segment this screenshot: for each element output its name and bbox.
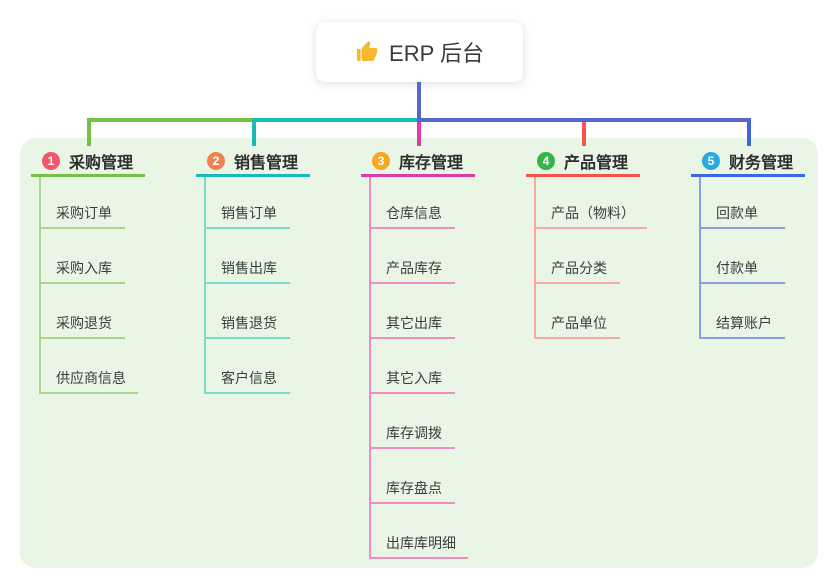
branch-label: 产品管理	[564, 154, 629, 172]
branch-badge: 1	[42, 151, 60, 170]
branch-node-4[interactable]: 4 产品管理	[526, 147, 640, 177]
sub-item[interactable]: 产品分类	[534, 258, 620, 284]
branch-node-1[interactable]: 1 采购管理	[31, 147, 145, 177]
connector-bus-segment	[87, 118, 252, 122]
sub-item[interactable]: 供应商信息	[39, 368, 138, 394]
sub-item[interactable]: 采购退货	[39, 313, 125, 339]
sub-item[interactable]: 采购订单	[39, 203, 125, 229]
sub-item[interactable]: 产品库存	[369, 258, 455, 284]
root-node[interactable]: ERP 后台	[316, 22, 523, 82]
branch-label: 财务管理	[729, 154, 794, 172]
branch-label: 采购管理	[69, 154, 134, 172]
connector-drop	[582, 118, 586, 146]
branch-badge: 5	[702, 151, 720, 170]
mindmap-panel	[20, 138, 818, 568]
sub-item[interactable]: 采购入库	[39, 258, 125, 284]
branch-label: 库存管理	[399, 154, 464, 172]
connector-bus-segment	[417, 118, 751, 122]
branch-tree-line	[699, 177, 701, 339]
sub-item[interactable]: 出库库明细	[369, 533, 468, 559]
branch-tree-line	[534, 177, 536, 339]
connector-root-line	[417, 82, 421, 122]
branch-node-2[interactable]: 2 销售管理	[196, 147, 310, 177]
sub-item[interactable]: 结算账户	[699, 313, 785, 339]
branch-tree-line	[39, 177, 41, 394]
branch-label: 销售管理	[234, 154, 299, 172]
branch-node-5[interactable]: 5 财务管理	[691, 147, 805, 177]
root-title: ERP 后台	[389, 41, 484, 66]
sub-item[interactable]: 产品（物料）	[534, 203, 647, 229]
sub-item[interactable]: 销售退货	[204, 313, 290, 339]
sub-item[interactable]: 付款单	[699, 258, 785, 284]
thumbs-up-icon	[355, 40, 379, 64]
branch-badge: 3	[372, 151, 390, 170]
branch-tree-line	[204, 177, 206, 394]
sub-item[interactable]: 其它入库	[369, 368, 455, 394]
connector-drop	[87, 118, 91, 146]
sub-item[interactable]: 产品单位	[534, 313, 620, 339]
connector-drop	[417, 118, 421, 146]
sub-item[interactable]: 销售订单	[204, 203, 290, 229]
branch-badge: 4	[537, 151, 555, 170]
sub-item[interactable]: 回款单	[699, 203, 785, 229]
connector-bus-segment	[252, 118, 417, 122]
sub-item[interactable]: 库存调拨	[369, 423, 455, 449]
sub-item[interactable]: 销售出库	[204, 258, 290, 284]
branch-tree-line	[369, 177, 371, 559]
sub-item[interactable]: 其它出库	[369, 313, 455, 339]
connector-drop	[252, 118, 256, 146]
branch-badge: 2	[207, 151, 225, 170]
branch-node-3[interactable]: 3 库存管理	[361, 147, 475, 177]
sub-item[interactable]: 仓库信息	[369, 203, 455, 229]
sub-item[interactable]: 库存盘点	[369, 478, 455, 504]
connector-drop	[747, 118, 751, 146]
sub-item[interactable]: 客户信息	[204, 368, 290, 394]
